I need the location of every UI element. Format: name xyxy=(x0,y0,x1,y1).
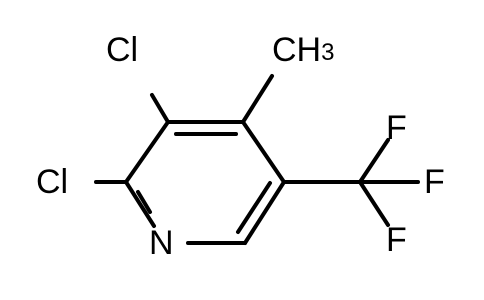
bond-n-c2 xyxy=(124,180,156,228)
bond-cf3-f-top xyxy=(358,138,390,184)
atom-methyl-subscript: 3 xyxy=(321,39,334,66)
ring-bonds xyxy=(124,120,286,245)
atom-f-right: F xyxy=(424,163,445,201)
atom-methyl: CH3 xyxy=(272,31,334,69)
atom-f-bottom: F xyxy=(386,221,407,259)
atom-f-top: F xyxy=(386,109,407,147)
bond-c2-c3 xyxy=(124,120,170,184)
bond-c5-c6-double xyxy=(236,181,272,234)
bond-cf3-f-bottom xyxy=(358,180,390,227)
atom-cl-top: Cl xyxy=(106,31,138,69)
bond-c4-ch3 xyxy=(241,74,274,124)
bond-c5-c6 xyxy=(243,180,286,245)
atom-cl-left: Cl xyxy=(36,163,68,201)
atom-n: N xyxy=(149,224,174,262)
atom-methyl-ch: CH xyxy=(272,31,321,69)
bond-n-c2-double xyxy=(136,190,152,214)
atom-labels: Cl Cl CH3 N F F F xyxy=(36,31,445,262)
bond-c4-c5 xyxy=(241,120,286,184)
bond-c3-cl xyxy=(150,93,170,124)
substituent-bonds xyxy=(94,74,420,227)
